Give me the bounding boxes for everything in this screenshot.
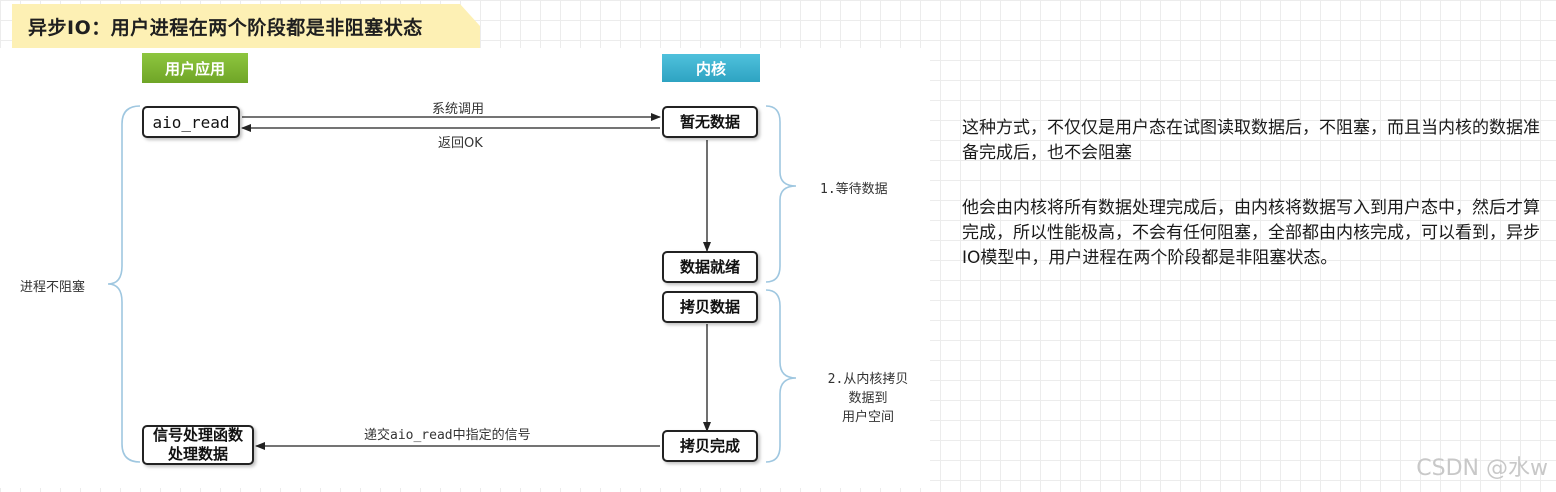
description-paragraph-2: 他会由内核将所有数据处理完成后，由内核将数据写入到用户态中，然后才算完成，所以性… [962, 198, 1540, 268]
copy-data-box: 拷贝数据 [662, 291, 758, 323]
csdn-watermark: CSDN @水w [1416, 456, 1548, 481]
return-ok-label: 返回OK [438, 136, 483, 151]
async-io-diagram: 用户应用 内核 aio_read 暂无数据 数据就绪 拷贝数据 拷贝完成 信号处… [0, 48, 930, 488]
phase2-line3: 用户空间 [841, 410, 894, 425]
aio-read-box: aio_read [142, 106, 240, 138]
user-app-header: 用户应用 [142, 53, 248, 83]
process-nonblocking-label: 进程不阻塞 [20, 280, 86, 295]
title-banner: 异步IO：用户进程在两个阶段都是非阻塞状态 [12, 4, 480, 48]
syscall-label: 系统调用 [432, 102, 485, 117]
deliver-signal-label: 递交aio_read中指定的信号 [364, 428, 531, 443]
page-title: 异步IO：用户进程在两个阶段都是非阻塞状态 [28, 16, 423, 39]
phase1-label: 1.等待数据 [820, 182, 888, 197]
kernel-header: 内核 [662, 54, 760, 82]
signal-handler-line2: 处理数据 [167, 445, 228, 463]
description-paragraph-1: 这种方式，不仅仅是用户态在试图读取数据后，不阻塞，而且当内核的数据准备完成后，也… [962, 118, 1540, 163]
phase2-label: 2.从内核拷贝 数据到 用户空间 [816, 370, 920, 427]
data-ready-box: 数据就绪 [662, 251, 758, 283]
phase2-line1: 2.从内核拷贝 [827, 372, 909, 387]
phase2-brace [765, 289, 797, 463]
phase1-brace [765, 105, 797, 283]
no-data-box: 暂无数据 [662, 106, 758, 138]
phase2-line2: 数据到 [848, 391, 888, 406]
signal-handler-line1: 信号处理函数 [152, 426, 243, 444]
left-brace [107, 105, 141, 463]
copy-done-box: 拷贝完成 [662, 430, 758, 462]
diagram-lines [107, 105, 797, 463]
signal-handler-box: 信号处理函数 处理数据 [142, 425, 254, 465]
